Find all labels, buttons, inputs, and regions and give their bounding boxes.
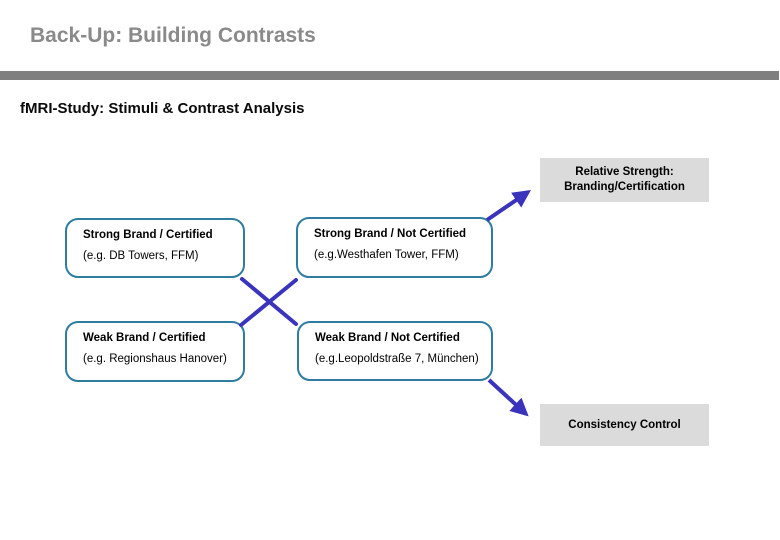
stimulus-box-example: (e.g. Regionshaus Hanover): [83, 353, 227, 365]
consistency-control-label: Consistency Control: [540, 404, 709, 446]
stimulus-box-strong-certified: Strong Brand / Certified (e.g. DB Towers…: [65, 218, 245, 278]
stimulus-box-title: Weak Brand / Not Certified: [315, 332, 460, 344]
arrow-to-consistency-control: [487, 378, 529, 417]
cross-line-strong-to-weak: [240, 277, 298, 326]
relative-strength-line1: Relative Strength:: [575, 166, 674, 179]
relative-strength-line2: Branding/Certification: [564, 181, 685, 193]
stimulus-box-example: (e.g. DB Towers, FFM): [83, 250, 199, 262]
stimulus-box-title: Weak Brand / Certified: [83, 332, 206, 344]
title-divider-bar: [0, 71, 779, 80]
arrow-to-relative-strength: [485, 189, 531, 222]
stimulus-box-example: (e.g.Westhafen Tower, FFM): [314, 249, 459, 261]
relative-strength-label: Relative Strength: Branding/Certificatio…: [540, 158, 709, 202]
stimulus-box-example: (e.g.Leopoldstraße 7, München): [315, 353, 479, 365]
consistency-control-text: Consistency Control: [568, 418, 681, 431]
page-title: Back-Up: Building Contrasts: [30, 24, 316, 47]
stimulus-box-strong-not-certified: Strong Brand / Not Certified (e.g.Westha…: [296, 217, 493, 278]
stimulus-box-title: Strong Brand / Certified: [83, 229, 213, 241]
section-heading: fMRI-Study: Stimuli & Contrast Analysis: [20, 100, 305, 117]
cross-line-notcertified-to-certified: [239, 278, 298, 327]
stimulus-box-weak-certified: Weak Brand / Certified (e.g. Regionshaus…: [65, 321, 245, 382]
stimulus-box-title: Strong Brand / Not Certified: [314, 228, 467, 240]
stimulus-box-weak-not-certified: Weak Brand / Not Certified (e.g.Leopolds…: [297, 321, 493, 381]
